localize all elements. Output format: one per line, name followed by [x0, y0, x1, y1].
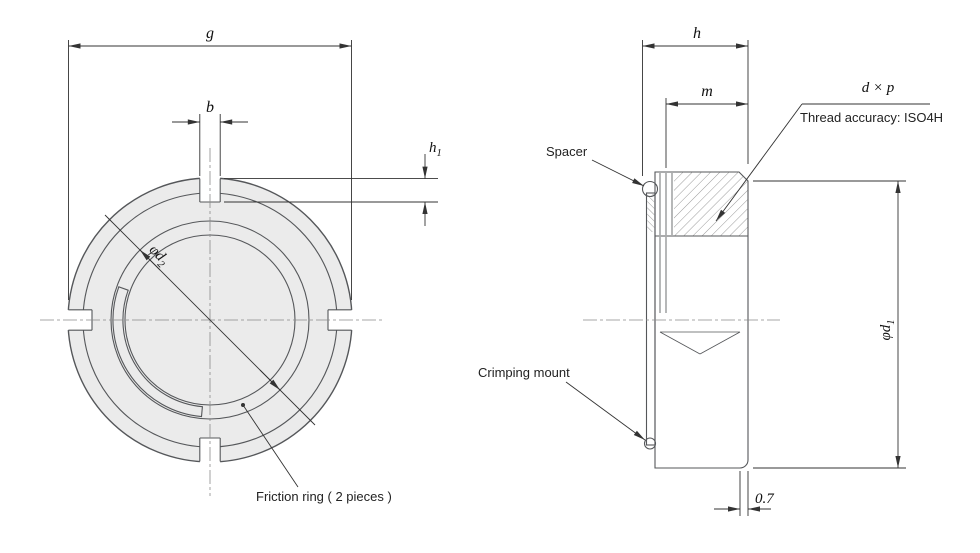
- dimension-face-offset: 0.7: [714, 471, 775, 516]
- dim-dxp-label: d × p: [862, 80, 895, 96]
- spacer-callout: Spacer: [546, 144, 645, 187]
- dim-d1-label: φd1: [878, 319, 897, 340]
- friction-ring-label: Friction ring ( 2 pieces ): [256, 489, 392, 504]
- dimension-m: m: [665, 83, 748, 168]
- leader-dot: [241, 403, 245, 407]
- dimension-g: g: [68, 25, 352, 300]
- spacer-label: Spacer: [546, 144, 588, 159]
- thread-accuracy-label: Thread accuracy: ISO4H: [800, 110, 943, 125]
- dim-g-label: g: [206, 25, 214, 42]
- thread-callout: d × p Thread accuracy: ISO4H: [715, 80, 943, 222]
- side-view: h m d × p Thread accuracy: ISO4H Spacer …: [478, 25, 943, 516]
- dimension-b: b: [172, 99, 248, 176]
- thread-lines: [659, 173, 673, 235]
- dimension-h: h: [642, 25, 749, 176]
- dim-face-offset-label: 0.7: [755, 491, 775, 507]
- dim-b-label: b: [206, 99, 214, 116]
- section-hatch: [674, 172, 748, 236]
- dim-h-label: h: [693, 25, 701, 42]
- dimension-d1: φd1: [753, 180, 906, 469]
- notch-left-cutout: [65, 309, 92, 331]
- dim-m-label: m: [701, 83, 713, 100]
- spacer-hatch: [647, 194, 655, 232]
- dimension-h1: h1: [224, 140, 442, 226]
- spacer-disc: [645, 192, 656, 446]
- crimping-mount-callout: Crimping mount: [478, 365, 646, 441]
- front-view: g b h1 φd2 Friction ring ( 2 pieces: [40, 25, 442, 504]
- crimping-mount-label: Crimping mount: [478, 365, 570, 380]
- friction-ring-arc: [112, 286, 203, 418]
- dim-h1-label: h1: [429, 140, 442, 159]
- bore-and-chamfer-lines: [659, 237, 741, 355]
- friction-ring-callout: Friction ring ( 2 pieces ): [241, 403, 392, 504]
